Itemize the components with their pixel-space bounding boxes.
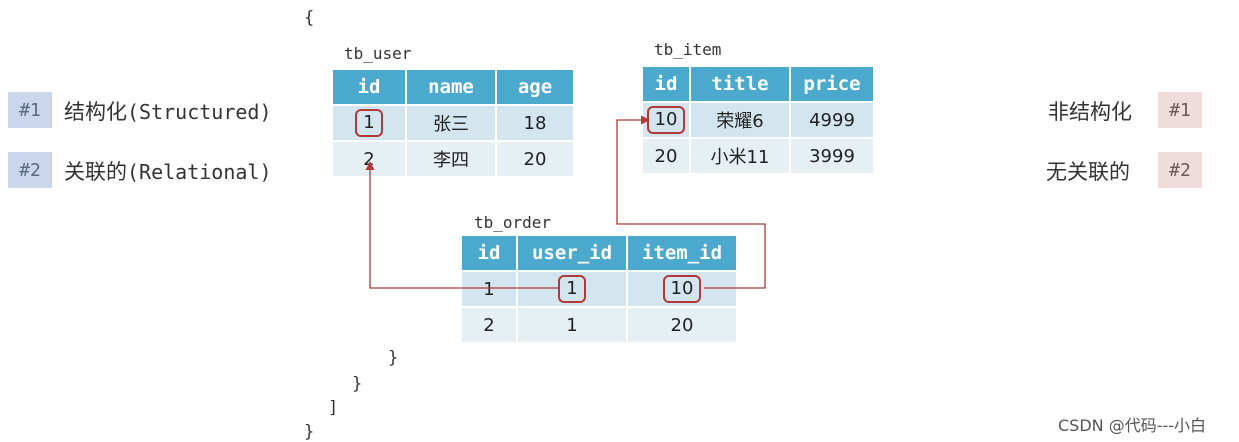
table-row: 2 李四 20: [333, 140, 573, 176]
column-header: price: [791, 67, 873, 101]
column-header: item_id: [628, 236, 736, 270]
arrow-order-to-item: [616, 115, 766, 289]
badge-unstructured: #1: [1158, 92, 1202, 128]
table-cell: 荣耀6: [691, 101, 789, 137]
table-name-order: tb_order: [474, 213, 552, 232]
arrow-order-to-user: [365, 161, 560, 289]
table-cell: 2: [333, 140, 405, 176]
table-cell: 小米11: [691, 137, 789, 173]
table-order: id user_id item_id 1 1 10 2 1 20: [460, 236, 738, 342]
table-cell: 4999: [791, 101, 873, 137]
close-brace-inner: }: [388, 348, 399, 368]
badge-structured: #1: [8, 92, 52, 128]
close-bracket: ]: [328, 398, 339, 418]
table-cell: 张三: [407, 104, 495, 140]
column-header: title: [691, 67, 789, 101]
table-cell: 20: [628, 306, 736, 342]
column-header: id: [643, 67, 689, 101]
badge-unrelated: #2: [1158, 152, 1202, 188]
column-header: age: [497, 70, 573, 104]
table-name-user: tb_user: [344, 44, 412, 63]
highlight-user-id: 1: [355, 109, 383, 137]
table-row: 2 1 20: [462, 306, 736, 342]
table-item: id title price 10 荣耀6 4999 20 小米11 3999: [641, 67, 875, 173]
label-relational-en: (Relational): [127, 160, 272, 184]
label-structured: 结构化(Structured): [64, 96, 272, 126]
table-cell: 1: [333, 104, 405, 140]
table-cell: 1: [518, 306, 626, 342]
table-row: 10 荣耀6 4999: [643, 101, 873, 137]
column-header: user_id: [518, 236, 626, 270]
label-structured-cn: 结构化: [64, 100, 127, 124]
table-user: id name age 1 张三 18 2 李四 20: [331, 70, 575, 176]
table-cell: 3999: [791, 137, 873, 173]
label-unrelated: 无关联的: [1046, 160, 1130, 184]
table-cell: 20: [497, 140, 573, 176]
label-structured-en: (Structured): [127, 100, 272, 124]
column-header: id: [333, 70, 405, 104]
table-cell: 20: [643, 137, 689, 173]
close-brace-middle: }: [352, 374, 363, 394]
table-cell: 李四: [407, 140, 495, 176]
badge-relational: #2: [8, 152, 52, 188]
table-cell: 18: [497, 104, 573, 140]
column-header: id: [462, 236, 516, 270]
label-unstructured: 非结构化: [1048, 100, 1132, 124]
table-name-item: tb_item: [654, 40, 722, 59]
table-cell: 2: [462, 306, 516, 342]
open-brace: {: [304, 8, 315, 28]
watermark: CSDN @代码---小白: [1058, 416, 1207, 435]
label-relational: 关联的(Relational): [64, 156, 272, 186]
label-relational-cn: 关联的: [64, 160, 127, 184]
column-header: name: [407, 70, 495, 104]
highlight-order-item-id: 10: [662, 275, 702, 303]
table-row: 1 张三 18: [333, 104, 573, 140]
close-brace-outer: }: [304, 422, 315, 442]
table-row: 20 小米11 3999: [643, 137, 873, 173]
highlight-order-user-id: 1: [558, 275, 586, 303]
